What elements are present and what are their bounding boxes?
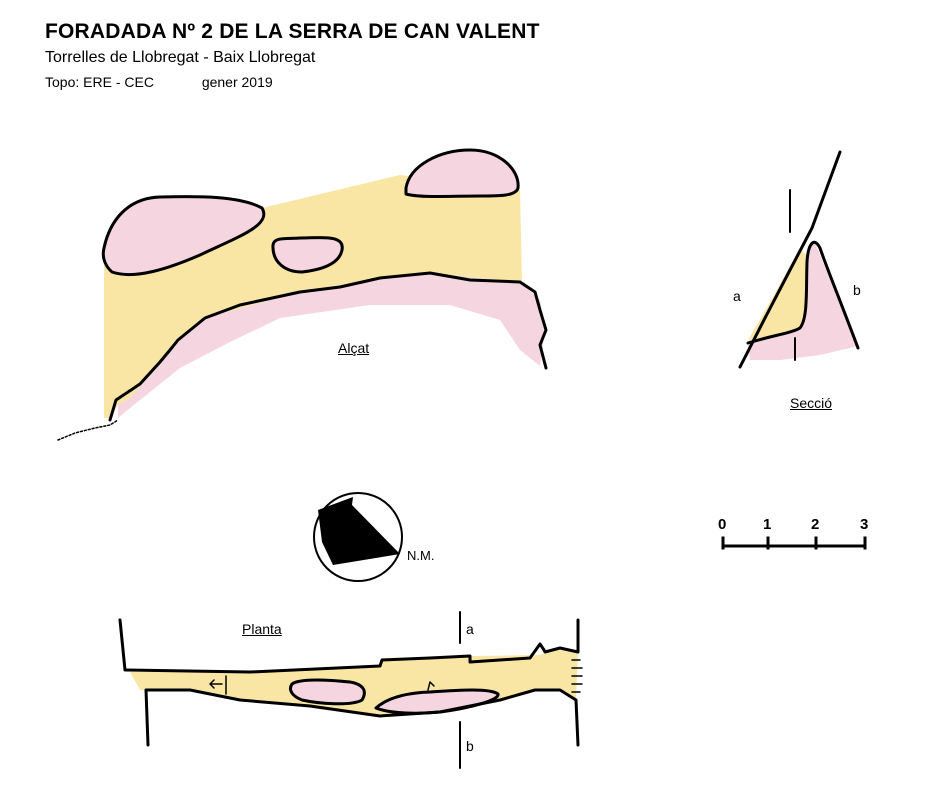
- elevation-view: [57, 148, 548, 441]
- elevation-rock-top-right: [404, 148, 520, 198]
- plan-arrow-right: [427, 681, 435, 691]
- section-side-a: a: [733, 288, 741, 304]
- plan-lower-wall: [144, 688, 580, 747]
- diagram-subtitle: Torrelles de Llobregat - Baix Llobregat: [45, 49, 316, 66]
- scale-label-0: 0: [718, 516, 727, 533]
- elevation-floor-rock: [118, 273, 545, 418]
- diagram-credits: Topo: ERE - CEC gener 2019: [45, 74, 273, 90]
- plan-upper-wall: [118, 618, 580, 674]
- plan-arrow-left: [209, 675, 227, 695]
- north-label: N.M.: [407, 548, 435, 563]
- elevation-label: Alçat: [338, 340, 370, 356]
- elevation-passage-line: [108, 271, 548, 422]
- north-arrow-needle: [318, 497, 400, 565]
- elevation-rock-left: [101, 195, 266, 277]
- survey-date: gener 2019: [201, 74, 273, 90]
- elevation-rock-middle: [271, 236, 344, 274]
- scale-label-2: 2: [811, 516, 820, 533]
- plan-label: Planta: [242, 621, 282, 637]
- scale-bar: [721, 536, 867, 550]
- section-profile-line: [746, 240, 860, 350]
- diagram-title: FORADADA Nº 2 DE LA SERRA DE CAN VALENT: [45, 20, 540, 43]
- section-view: [738, 150, 860, 369]
- section-side-b: b: [853, 282, 861, 298]
- plan-view: [118, 611, 583, 769]
- section-label: Secció: [790, 395, 833, 411]
- scale-label-3: 3: [860, 516, 869, 533]
- topo-credit: Topo: ERE - CEC: [45, 74, 154, 90]
- elevation-ground-line: [57, 419, 119, 441]
- plan-rock-left: [288, 678, 366, 706]
- plan-marker-b-label: b: [466, 738, 474, 754]
- north-arrow: [313, 492, 403, 582]
- plan-slope-hatches: [571, 659, 583, 693]
- section-slope-line: [738, 150, 842, 369]
- section-rock-fill: [748, 240, 858, 360]
- scale-label-1: 1: [763, 516, 772, 533]
- plan-marker-a-label: a: [466, 621, 474, 637]
